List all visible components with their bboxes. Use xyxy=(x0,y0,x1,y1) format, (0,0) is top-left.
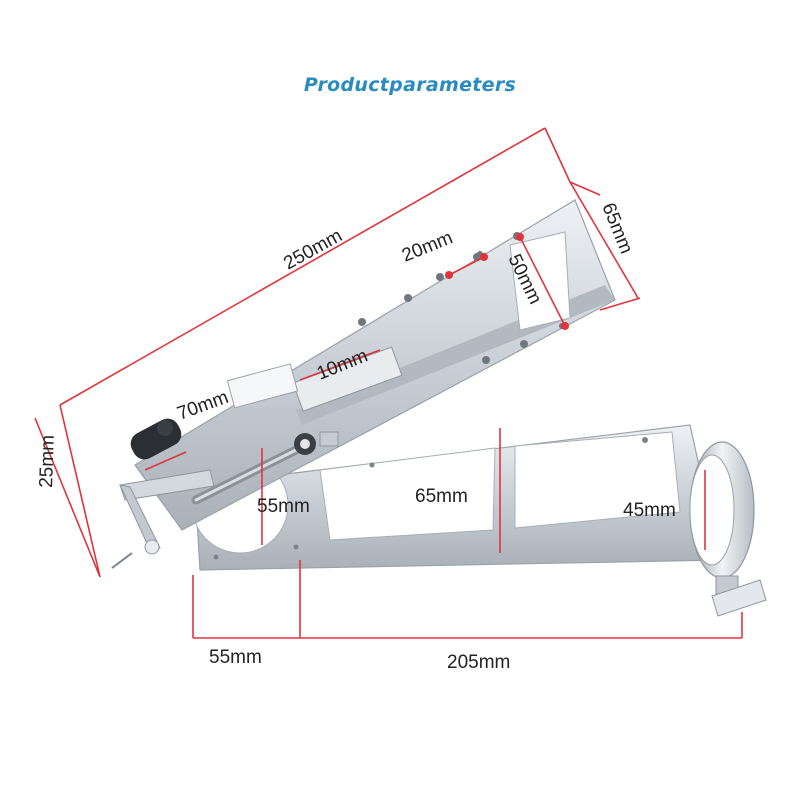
arm-width-label: 65mm xyxy=(597,200,636,257)
left-offset-label: 55mm xyxy=(209,647,262,668)
hole-spacing-label: 20mm xyxy=(399,227,456,266)
arm-length-label: 250mm xyxy=(280,225,346,274)
base-height-label: 65mm xyxy=(415,486,468,507)
dimension-lines xyxy=(34,127,743,639)
base-length-label: 205mm xyxy=(447,652,510,673)
spring-height-label: 55mm xyxy=(257,496,310,517)
angled-arm xyxy=(134,199,616,531)
clamp-ring xyxy=(689,441,755,595)
left-bracket xyxy=(111,469,215,569)
clamp-thumb-screw xyxy=(711,579,767,617)
product-parameters-title: Productparameters xyxy=(303,74,517,96)
end-height-label: 25mm xyxy=(36,435,59,488)
lock-knob xyxy=(130,418,182,460)
gas-spring xyxy=(191,431,339,505)
clamp-diameter-label: 45mm xyxy=(623,500,676,521)
